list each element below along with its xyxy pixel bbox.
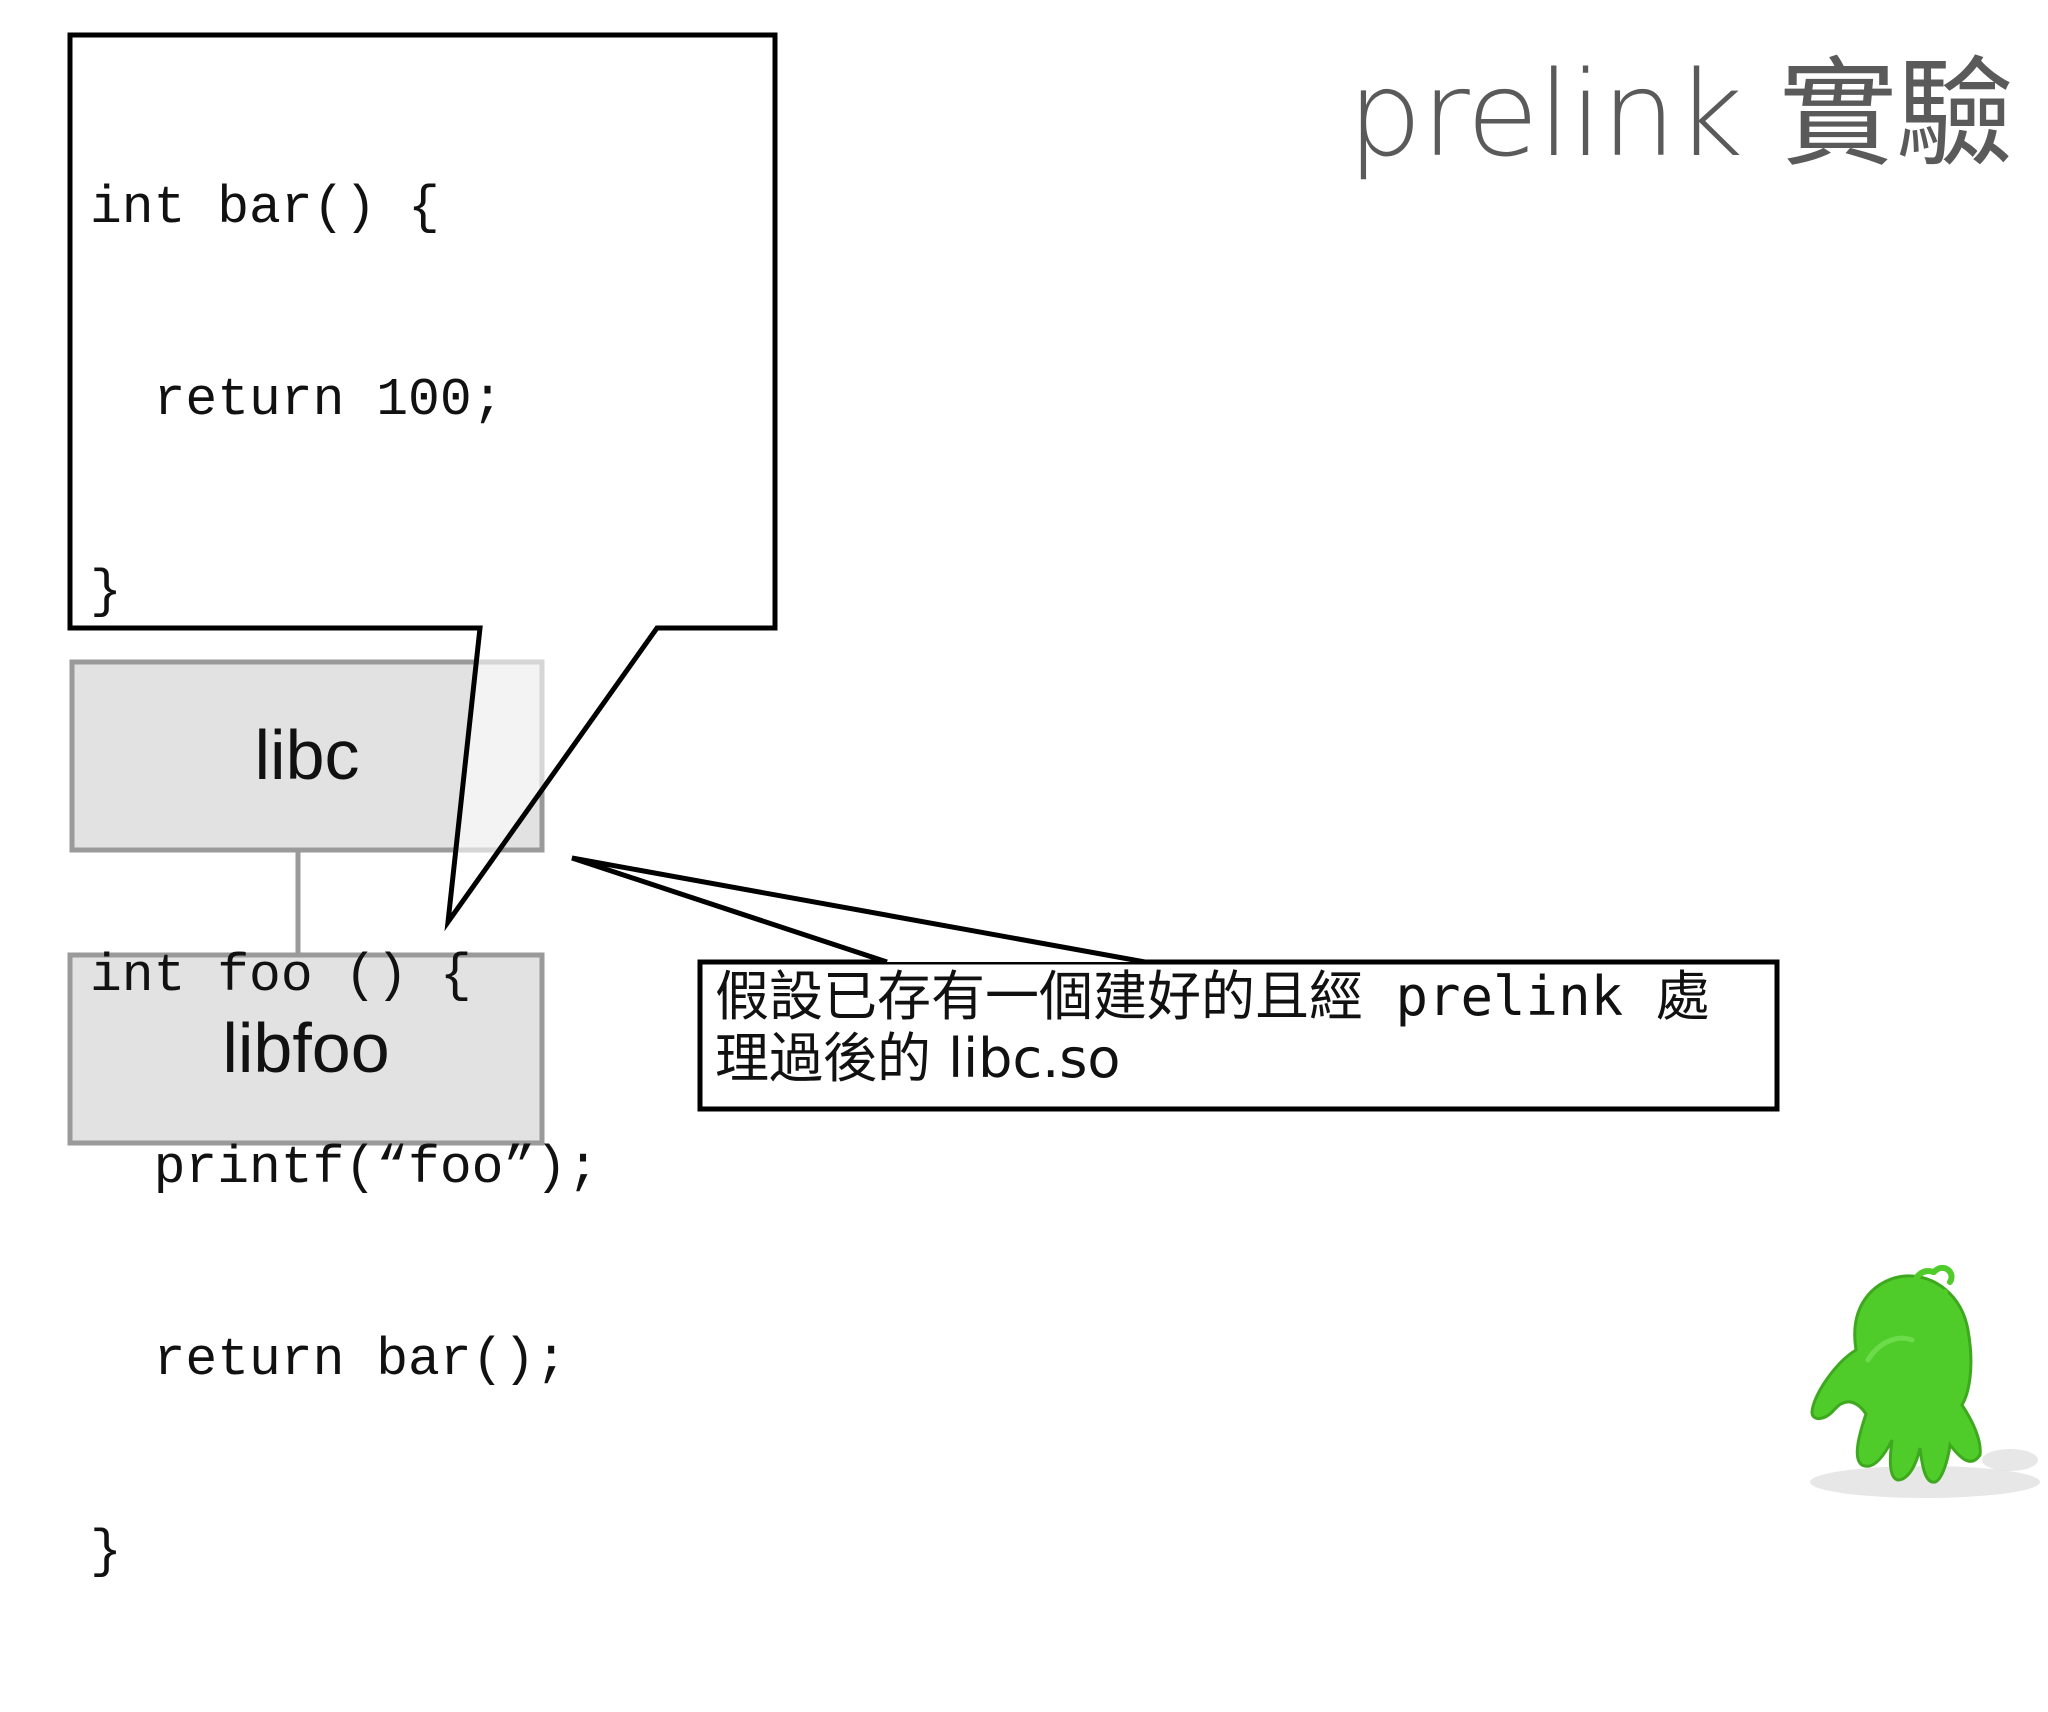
- green-blob-mascot-icon: [1810, 1264, 2040, 1498]
- diagram-canvas: [67, 32, 2040, 1498]
- note-line-1-mono: prelink: [1363, 965, 1656, 1028]
- code-line: int foo () {: [90, 946, 472, 1006]
- libfoo-label: libfoo: [222, 1009, 390, 1087]
- note-line-1-cjk-end: 處: [1655, 965, 1710, 1028]
- code-listing: int bar() { return 100; } int foo () { p…: [90, 48, 599, 1712]
- code-line: return bar();: [90, 1330, 568, 1390]
- slide-title: prelink 實驗: [1347, 45, 2014, 183]
- slide: prelink 實驗 int bar() { return 100; } int…: [67, 32, 2040, 1582]
- code-line: int bar() {: [90, 178, 440, 238]
- note-callout-pointer: [571, 855, 1146, 965]
- code-line: printf(“foo”);: [90, 1138, 599, 1198]
- libfoo-box: [67, 952, 545, 1146]
- code-line: }: [90, 562, 122, 622]
- code-line: return 100;: [90, 370, 504, 430]
- note-line-1-cjk: 假設已存有一個建好的且經: [715, 965, 1363, 1028]
- note-callout-box: [697, 959, 1780, 1112]
- libc-label: libc: [254, 716, 360, 794]
- note-text: 假設已存有一個建好的且經 prelink 處 理過後的 libc.so: [715, 966, 1765, 1090]
- code-speech-bubble: [67, 32, 778, 932]
- note-line-1: 假設已存有一個建好的且經 prelink 處: [715, 966, 1765, 1028]
- code-line: }: [90, 1522, 122, 1582]
- note-line-2: 理過後的 libc.so: [715, 1027, 1121, 1090]
